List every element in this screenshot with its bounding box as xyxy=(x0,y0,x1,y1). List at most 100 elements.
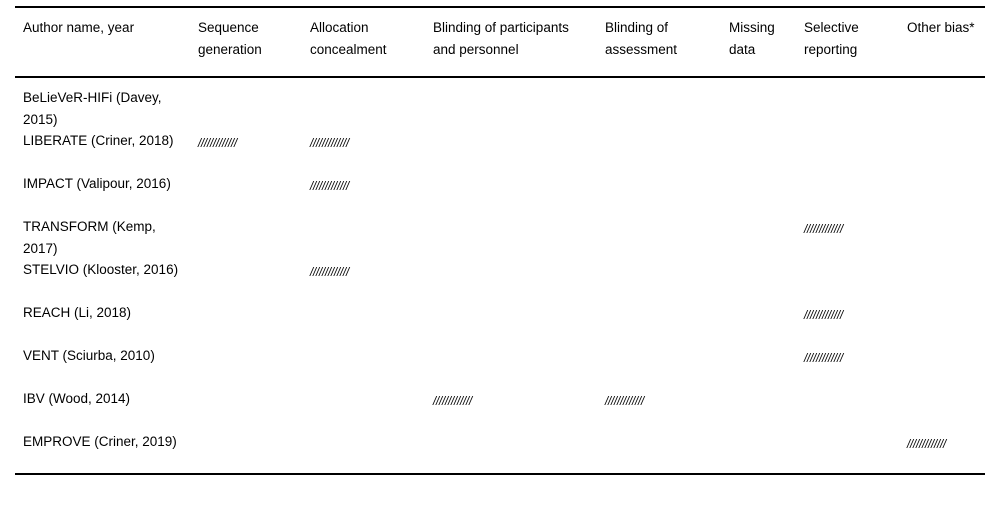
empty-cell xyxy=(310,216,417,217)
hatch-mark: ///////////// xyxy=(605,396,644,408)
empty-cell xyxy=(605,302,713,303)
bias-cell-missing xyxy=(721,302,796,345)
empty-cell xyxy=(433,345,589,346)
empty-cell xyxy=(729,216,788,217)
empty-cell xyxy=(605,345,713,346)
study-name-cell: VENT (Sciurba, 2010) xyxy=(15,345,190,388)
bias-cell-missing xyxy=(721,431,796,474)
bias-cell-blind_assess xyxy=(597,216,721,259)
bias-cell-missing xyxy=(721,77,796,130)
empty-cell xyxy=(729,388,788,389)
table-row: TRANSFORM (Kemp, 2017) ///////////// xyxy=(15,216,985,259)
study-name-cell: STELVIO (Klooster, 2016) xyxy=(15,259,190,302)
hatch-mark: ///////////// xyxy=(804,224,843,236)
bias-cell-blind_part: ///////////// xyxy=(425,388,597,431)
empty-cell xyxy=(729,173,788,174)
table-header: Author name, year Sequence generation Al… xyxy=(15,7,985,77)
empty-cell xyxy=(198,388,294,389)
table-row: EMPROVE (Criner, 2019)///////////// xyxy=(15,431,985,474)
study-name-label: EMPROVE (Criner, 2019) xyxy=(23,434,177,449)
hatch-mark: ///////////// xyxy=(804,310,843,322)
empty-cell xyxy=(907,345,977,346)
empty-cell xyxy=(907,259,977,260)
risk-of-bias-table-container: Author name, year Sequence generation Al… xyxy=(15,6,985,475)
empty-cell xyxy=(729,345,788,346)
table-header-row: Author name, year Sequence generation Al… xyxy=(15,7,985,77)
bias-cell-blind_assess xyxy=(597,259,721,302)
bias-cell-blind_assess xyxy=(597,431,721,474)
bias-cell-sequence: ///////////// xyxy=(190,130,302,173)
study-name-label: LIBERATE (Criner, 2018) xyxy=(23,133,174,148)
bias-cell-other xyxy=(899,259,985,302)
bias-cell-selective xyxy=(796,130,899,173)
bias-cell-other xyxy=(899,77,985,130)
bias-cell-missing xyxy=(721,173,796,216)
empty-cell xyxy=(310,388,417,389)
empty-cell xyxy=(433,216,589,217)
empty-cell xyxy=(729,302,788,303)
bias-cell-selective xyxy=(796,173,899,216)
study-name-label: VENT (Sciurba, 2010) xyxy=(23,348,155,363)
empty-cell xyxy=(433,87,589,88)
table-row: LIBERATE (Criner, 2018) ///////////// ////… xyxy=(15,130,985,173)
bias-cell-allocation: ///////////// xyxy=(302,259,425,302)
empty-cell xyxy=(605,431,713,432)
bias-cell-sequence xyxy=(190,259,302,302)
empty-cell xyxy=(907,173,977,174)
empty-cell xyxy=(198,345,294,346)
empty-cell xyxy=(198,259,294,260)
bias-cell-blind_assess: ///////////// xyxy=(597,388,721,431)
bias-cell-selective xyxy=(796,388,899,431)
study-name-cell: EMPROVE (Criner, 2019) xyxy=(15,431,190,474)
bias-cell-other xyxy=(899,173,985,216)
column-header-other-bias: Other bias* xyxy=(907,20,975,35)
empty-cell xyxy=(729,259,788,260)
column-header-study: Author name, year xyxy=(23,20,135,35)
bias-cell-allocation: ///////////// xyxy=(302,130,425,173)
hatch-mark: ///////////// xyxy=(433,396,472,408)
empty-cell xyxy=(605,87,713,88)
study-name-cell: REACH (Li, 2018) xyxy=(15,302,190,345)
hatch-mark: ///////////// xyxy=(198,138,237,150)
bias-cell-sequence xyxy=(190,345,302,388)
empty-cell xyxy=(804,87,891,88)
study-name-cell: LIBERATE (Criner, 2018) xyxy=(15,130,190,173)
empty-cell xyxy=(433,130,589,131)
bias-cell-blind_part xyxy=(425,130,597,173)
empty-cell xyxy=(198,302,294,303)
bias-cell-blind_assess xyxy=(597,173,721,216)
risk-of-bias-table: Author name, year Sequence generation Al… xyxy=(15,6,985,475)
bias-cell-sequence xyxy=(190,431,302,474)
column-header-allocation: Allocation concealment xyxy=(310,20,387,57)
study-name-cell: BeLieVeR-HIFi (Davey, 2015) xyxy=(15,77,190,130)
empty-cell xyxy=(907,130,977,131)
empty-cell xyxy=(198,87,294,88)
study-name-cell: IBV (Wood, 2014) xyxy=(15,388,190,431)
study-name-cell: IMPACT (Valipour, 2016) xyxy=(15,173,190,216)
empty-cell xyxy=(804,259,891,260)
bias-cell-missing xyxy=(721,130,796,173)
empty-cell xyxy=(605,259,713,260)
empty-cell xyxy=(433,302,589,303)
bias-cell-selective: ///////////// xyxy=(796,302,899,345)
table-row: VENT (Sciurba, 2010) ///////////// xyxy=(15,345,985,388)
hatch-mark: ///////////// xyxy=(310,138,349,150)
table-row: REACH (Li, 2018) ///////////// xyxy=(15,302,985,345)
bias-cell-selective: ///////////// xyxy=(796,216,899,259)
bias-cell-allocation xyxy=(302,388,425,431)
study-name-cell: TRANSFORM (Kemp, 2017) xyxy=(15,216,190,259)
empty-cell xyxy=(605,173,713,174)
study-name-label: STELVIO (Klooster, 2016) xyxy=(23,262,179,277)
empty-cell xyxy=(433,259,589,260)
bias-cell-sequence xyxy=(190,77,302,130)
bias-cell-selective: ///////////// xyxy=(796,345,899,388)
column-header-sequence: Sequence generation xyxy=(198,20,262,57)
empty-cell xyxy=(310,345,417,346)
column-header-selective-reporting: Selective reporting xyxy=(804,20,859,57)
bias-cell-blind_assess xyxy=(597,345,721,388)
column-header-blinding-participants: Blinding of participants and personnel xyxy=(433,20,569,57)
bias-cell-missing xyxy=(721,216,796,259)
bias-cell-blind_part xyxy=(425,216,597,259)
study-name-label: TRANSFORM (Kemp, 2017) xyxy=(23,219,156,256)
